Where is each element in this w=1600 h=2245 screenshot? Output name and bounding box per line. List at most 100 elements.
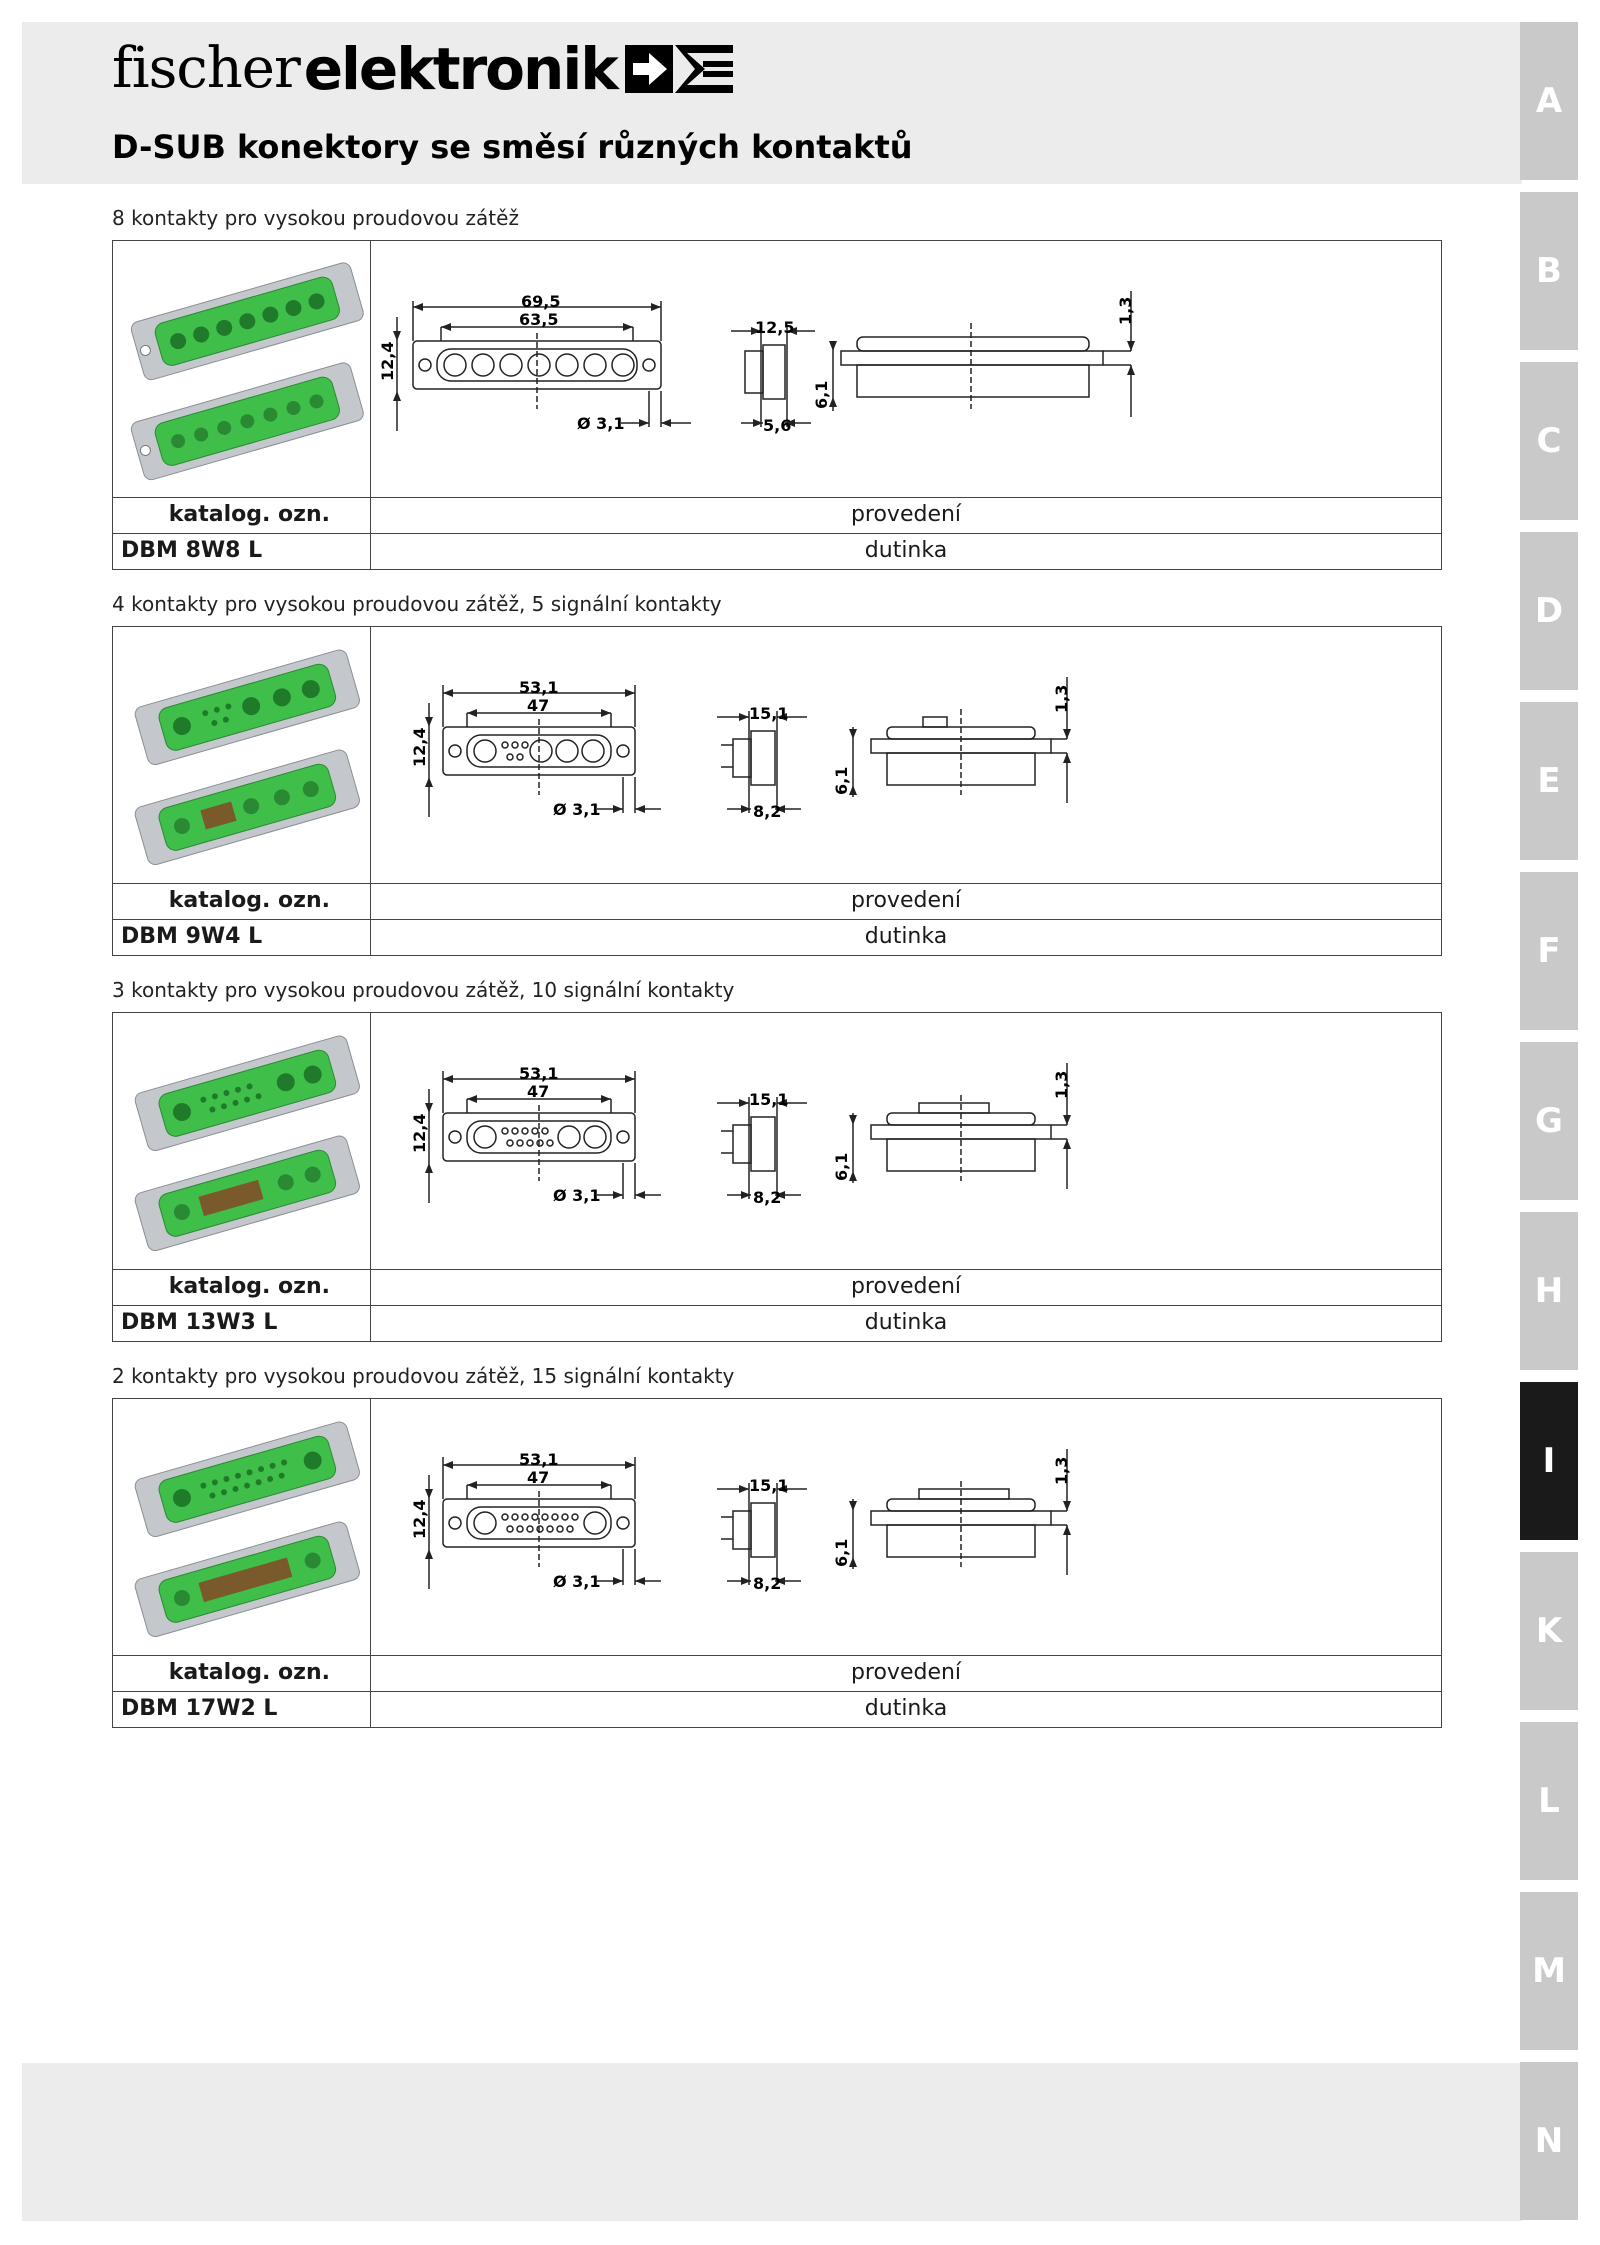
product-block-dbm-17w2: 53,1 47 12,4 Ø 3,1 15,1 8,2 6,1 1,3 kata… [112, 1398, 1442, 1728]
dim-width-holes: 47 [527, 1082, 549, 1101]
header-band [22, 22, 1522, 184]
logo-elektronik-text: elektronik [303, 35, 619, 103]
product-photo [113, 627, 371, 883]
header-catalog: katalog. ozn. [113, 498, 371, 533]
table-row: DBM 8W8 L dutinka [113, 533, 1441, 569]
dim-hole: Ø 3,1 [553, 1186, 601, 1205]
side-tab-c[interactable]: C [1520, 362, 1578, 520]
page-title: D-SUB konektory se směsí různých kontakt… [112, 128, 913, 166]
side-tab-b[interactable]: B [1520, 192, 1578, 350]
connector-photo [134, 649, 360, 866]
technical-drawing: 53,1 47 12,4 Ø 3,1 15,1 8,2 6,1 1,3 [371, 627, 1441, 883]
dim-depth-top: 15,1 [749, 1090, 788, 1109]
dimension-drawing: 53,1 47 12,4 Ø 3,1 15,1 8,2 6,1 1,3 [410, 1063, 1071, 1207]
variant: dutinka [864, 1310, 948, 1335]
dim-width-holes: 47 [527, 1468, 549, 1487]
catalog-code: DBM 8W8 L [113, 534, 371, 569]
header-type: provedení [850, 888, 962, 913]
dim-side-height: 6,1 [832, 1153, 851, 1181]
connector-photo [130, 262, 364, 481]
dim-side-height: 6,1 [812, 381, 831, 409]
side-tab-a[interactable]: A [1520, 22, 1578, 180]
header-catalog: katalog. ozn. [113, 1656, 371, 1691]
side-tab-k[interactable]: K [1520, 1552, 1578, 1710]
table-header-row: katalog. ozn. provedení [113, 1655, 1441, 1691]
header-type: provedení [850, 502, 962, 527]
table-row: DBM 17W2 L dutinka [113, 1691, 1441, 1727]
product-photo [113, 241, 371, 497]
dim-hole: Ø 3,1 [553, 1572, 601, 1591]
dim-height: 12,4 [410, 728, 429, 767]
catalog-code: DBM 13W3 L [113, 1306, 371, 1341]
dim-depth-bottom: 5,6 [763, 416, 791, 435]
dim-width-total: 69,5 [521, 292, 560, 311]
variant: dutinka [864, 538, 948, 563]
side-tab-n[interactable]: N [1520, 2062, 1578, 2220]
fischer-elektronik-logo: fischer elektronik [112, 40, 735, 98]
product-photo [113, 1013, 371, 1269]
product-block-dbm-8w8: 69,5 63,5 12,4 Ø 3,1 12,5 5,6 6,1 1,3 ka… [112, 240, 1442, 570]
side-tab-i[interactable]: I [1520, 1382, 1578, 1540]
dim-height: 12,4 [378, 342, 397, 381]
table-row: DBM 9W4 L dutinka [113, 919, 1441, 955]
header-type: provedení [850, 1274, 962, 1299]
dim-hole: Ø 3,1 [577, 414, 625, 433]
technical-drawing: 53,1 47 12,4 Ø 3,1 15,1 8,2 6,1 1,3 [371, 1013, 1441, 1269]
side-tab-f[interactable]: F [1520, 872, 1578, 1030]
catalog-code: DBM 17W2 L [113, 1692, 371, 1727]
dim-depth-top: 15,1 [749, 704, 788, 723]
catalog-code: DBM 9W4 L [113, 920, 371, 955]
dim-width-total: 53,1 [519, 1450, 558, 1469]
connector-photo [134, 1421, 360, 1638]
connector-photo [134, 1035, 360, 1252]
dim-side-thickness: 1,3 [1052, 685, 1071, 713]
variant: dutinka [864, 924, 948, 949]
dim-side-thickness: 1,3 [1052, 1071, 1071, 1099]
dim-width-holes: 47 [527, 696, 549, 715]
dim-width-holes: 63,5 [519, 310, 558, 329]
dim-height: 12,4 [410, 1114, 429, 1153]
side-tab-e[interactable]: E [1520, 702, 1578, 860]
side-tab-m[interactable]: M [1520, 1892, 1578, 2050]
dim-hole: Ø 3,1 [553, 800, 601, 819]
side-tab-d[interactable]: D [1520, 532, 1578, 690]
table-header-row: katalog. ozn. provedení [113, 1269, 1441, 1305]
product-block-dbm-9w4: 53,1 47 12,4 Ø 3,1 15,1 8,2 6,1 1,3 kata… [112, 626, 1442, 956]
logo-arrow-icon [624, 45, 733, 93]
table-header-row: katalog. ozn. provedení [113, 497, 1441, 533]
dim-width-total: 53,1 [519, 678, 558, 697]
technical-drawing: 53,1 47 12,4 Ø 3,1 15,1 8,2 6,1 1,3 [371, 1399, 1441, 1655]
side-tab-h[interactable]: H [1520, 1212, 1578, 1370]
footer-band [22, 2063, 1522, 2221]
dim-side-height: 6,1 [832, 767, 851, 795]
dim-side-thickness: 1,3 [1116, 297, 1135, 325]
section-label: 8 kontakty pro vysokou proudovou zátěž [112, 206, 519, 230]
dim-side-thickness: 1,3 [1052, 1457, 1071, 1485]
table-row: DBM 13W3 L dutinka [113, 1305, 1441, 1341]
dim-depth-top: 15,1 [749, 1476, 788, 1495]
side-tab-l[interactable]: L [1520, 1722, 1578, 1880]
dim-height: 12,4 [410, 1500, 429, 1539]
dimension-drawing: 53,1 47 12,4 Ø 3,1 15,1 8,2 6,1 1,3 [410, 677, 1071, 821]
dim-depth-top: 12,5 [755, 318, 794, 337]
product-block-dbm-13w3: 53,1 47 12,4 Ø 3,1 15,1 8,2 6,1 1,3 kata… [112, 1012, 1442, 1342]
header-type: provedení [850, 1660, 962, 1685]
section-label: 3 kontakty pro vysokou proudovou zátěž, … [112, 978, 735, 1002]
dim-side-height: 6,1 [832, 1539, 851, 1567]
product-photo [113, 1399, 371, 1655]
section-label: 2 kontakty pro vysokou proudovou zátěž, … [112, 1364, 735, 1388]
variant: dutinka [864, 1696, 948, 1721]
dimension-drawing: 53,1 47 12,4 Ø 3,1 15,1 8,2 6,1 1,3 [410, 1449, 1071, 1593]
header-catalog: katalog. ozn. [113, 884, 371, 919]
logo-fischer-text: fischer [112, 36, 301, 101]
table-header-row: katalog. ozn. provedení [113, 883, 1441, 919]
dim-depth-bottom: 8,2 [753, 1574, 781, 1593]
dimension-drawing: 69,5 63,5 12,4 Ø 3,1 12,5 5,6 6,1 1,3 [378, 291, 1135, 435]
technical-drawing: 69,5 63,5 12,4 Ø 3,1 12,5 5,6 6,1 1,3 [371, 241, 1441, 497]
side-tab-g[interactable]: G [1520, 1042, 1578, 1200]
header-catalog: katalog. ozn. [113, 1270, 371, 1305]
dim-width-total: 53,1 [519, 1064, 558, 1083]
dim-depth-bottom: 8,2 [753, 802, 781, 821]
dim-depth-bottom: 8,2 [753, 1188, 781, 1207]
section-label: 4 kontakty pro vysokou proudovou zátěž, … [112, 592, 722, 616]
